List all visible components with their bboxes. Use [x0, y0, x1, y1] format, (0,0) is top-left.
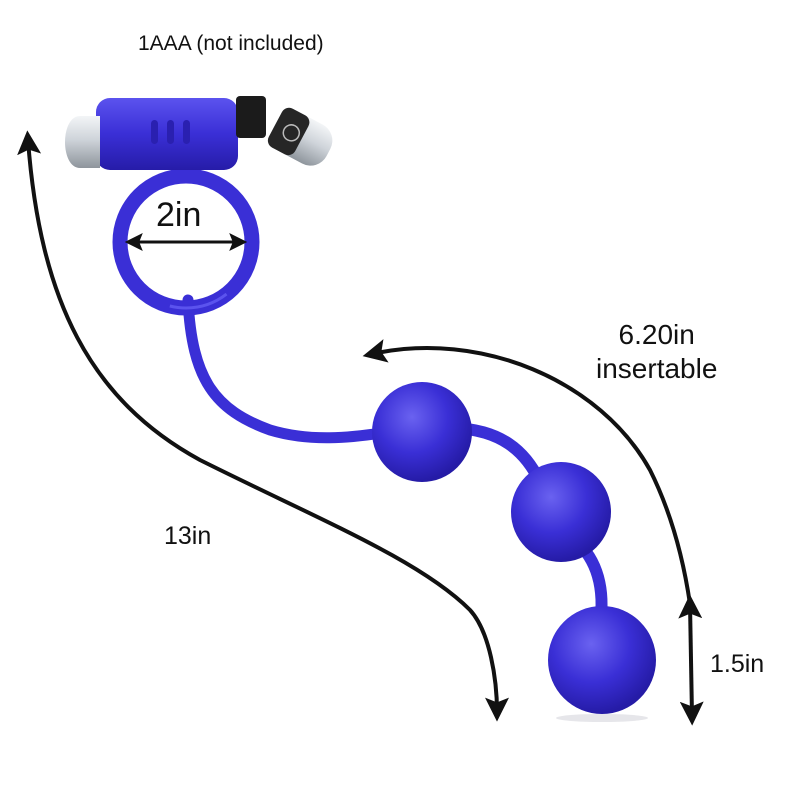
insertable-length-value: 6.20in: [618, 319, 695, 350]
sleeve-rib-2: [167, 120, 174, 144]
bead-3-shadow: [556, 714, 648, 722]
tether-cord: [182, 294, 394, 444]
insertable-label: 6.20in insertable: [596, 318, 717, 386]
bead-3: [548, 606, 656, 714]
total-length-label: 13in: [164, 522, 212, 550]
insertable-arrow: [362, 339, 692, 605]
bullet-collar: [236, 96, 266, 138]
sleeve-rib-1: [151, 120, 158, 144]
ball-diameter-label: 1.5in: [710, 650, 765, 678]
ring-diameter-label: 2in: [156, 196, 202, 234]
battery-note: 1AAA (not included): [138, 32, 324, 55]
ball-diameter-arrow: [678, 594, 704, 726]
bullet-vibrator-icon: [65, 116, 100, 168]
bead-1: [372, 382, 472, 482]
insertable-word: insertable: [596, 353, 718, 384]
total-length-arrow: [17, 130, 509, 722]
sleeve-rib-3: [183, 120, 190, 144]
bead-2: [511, 462, 611, 562]
